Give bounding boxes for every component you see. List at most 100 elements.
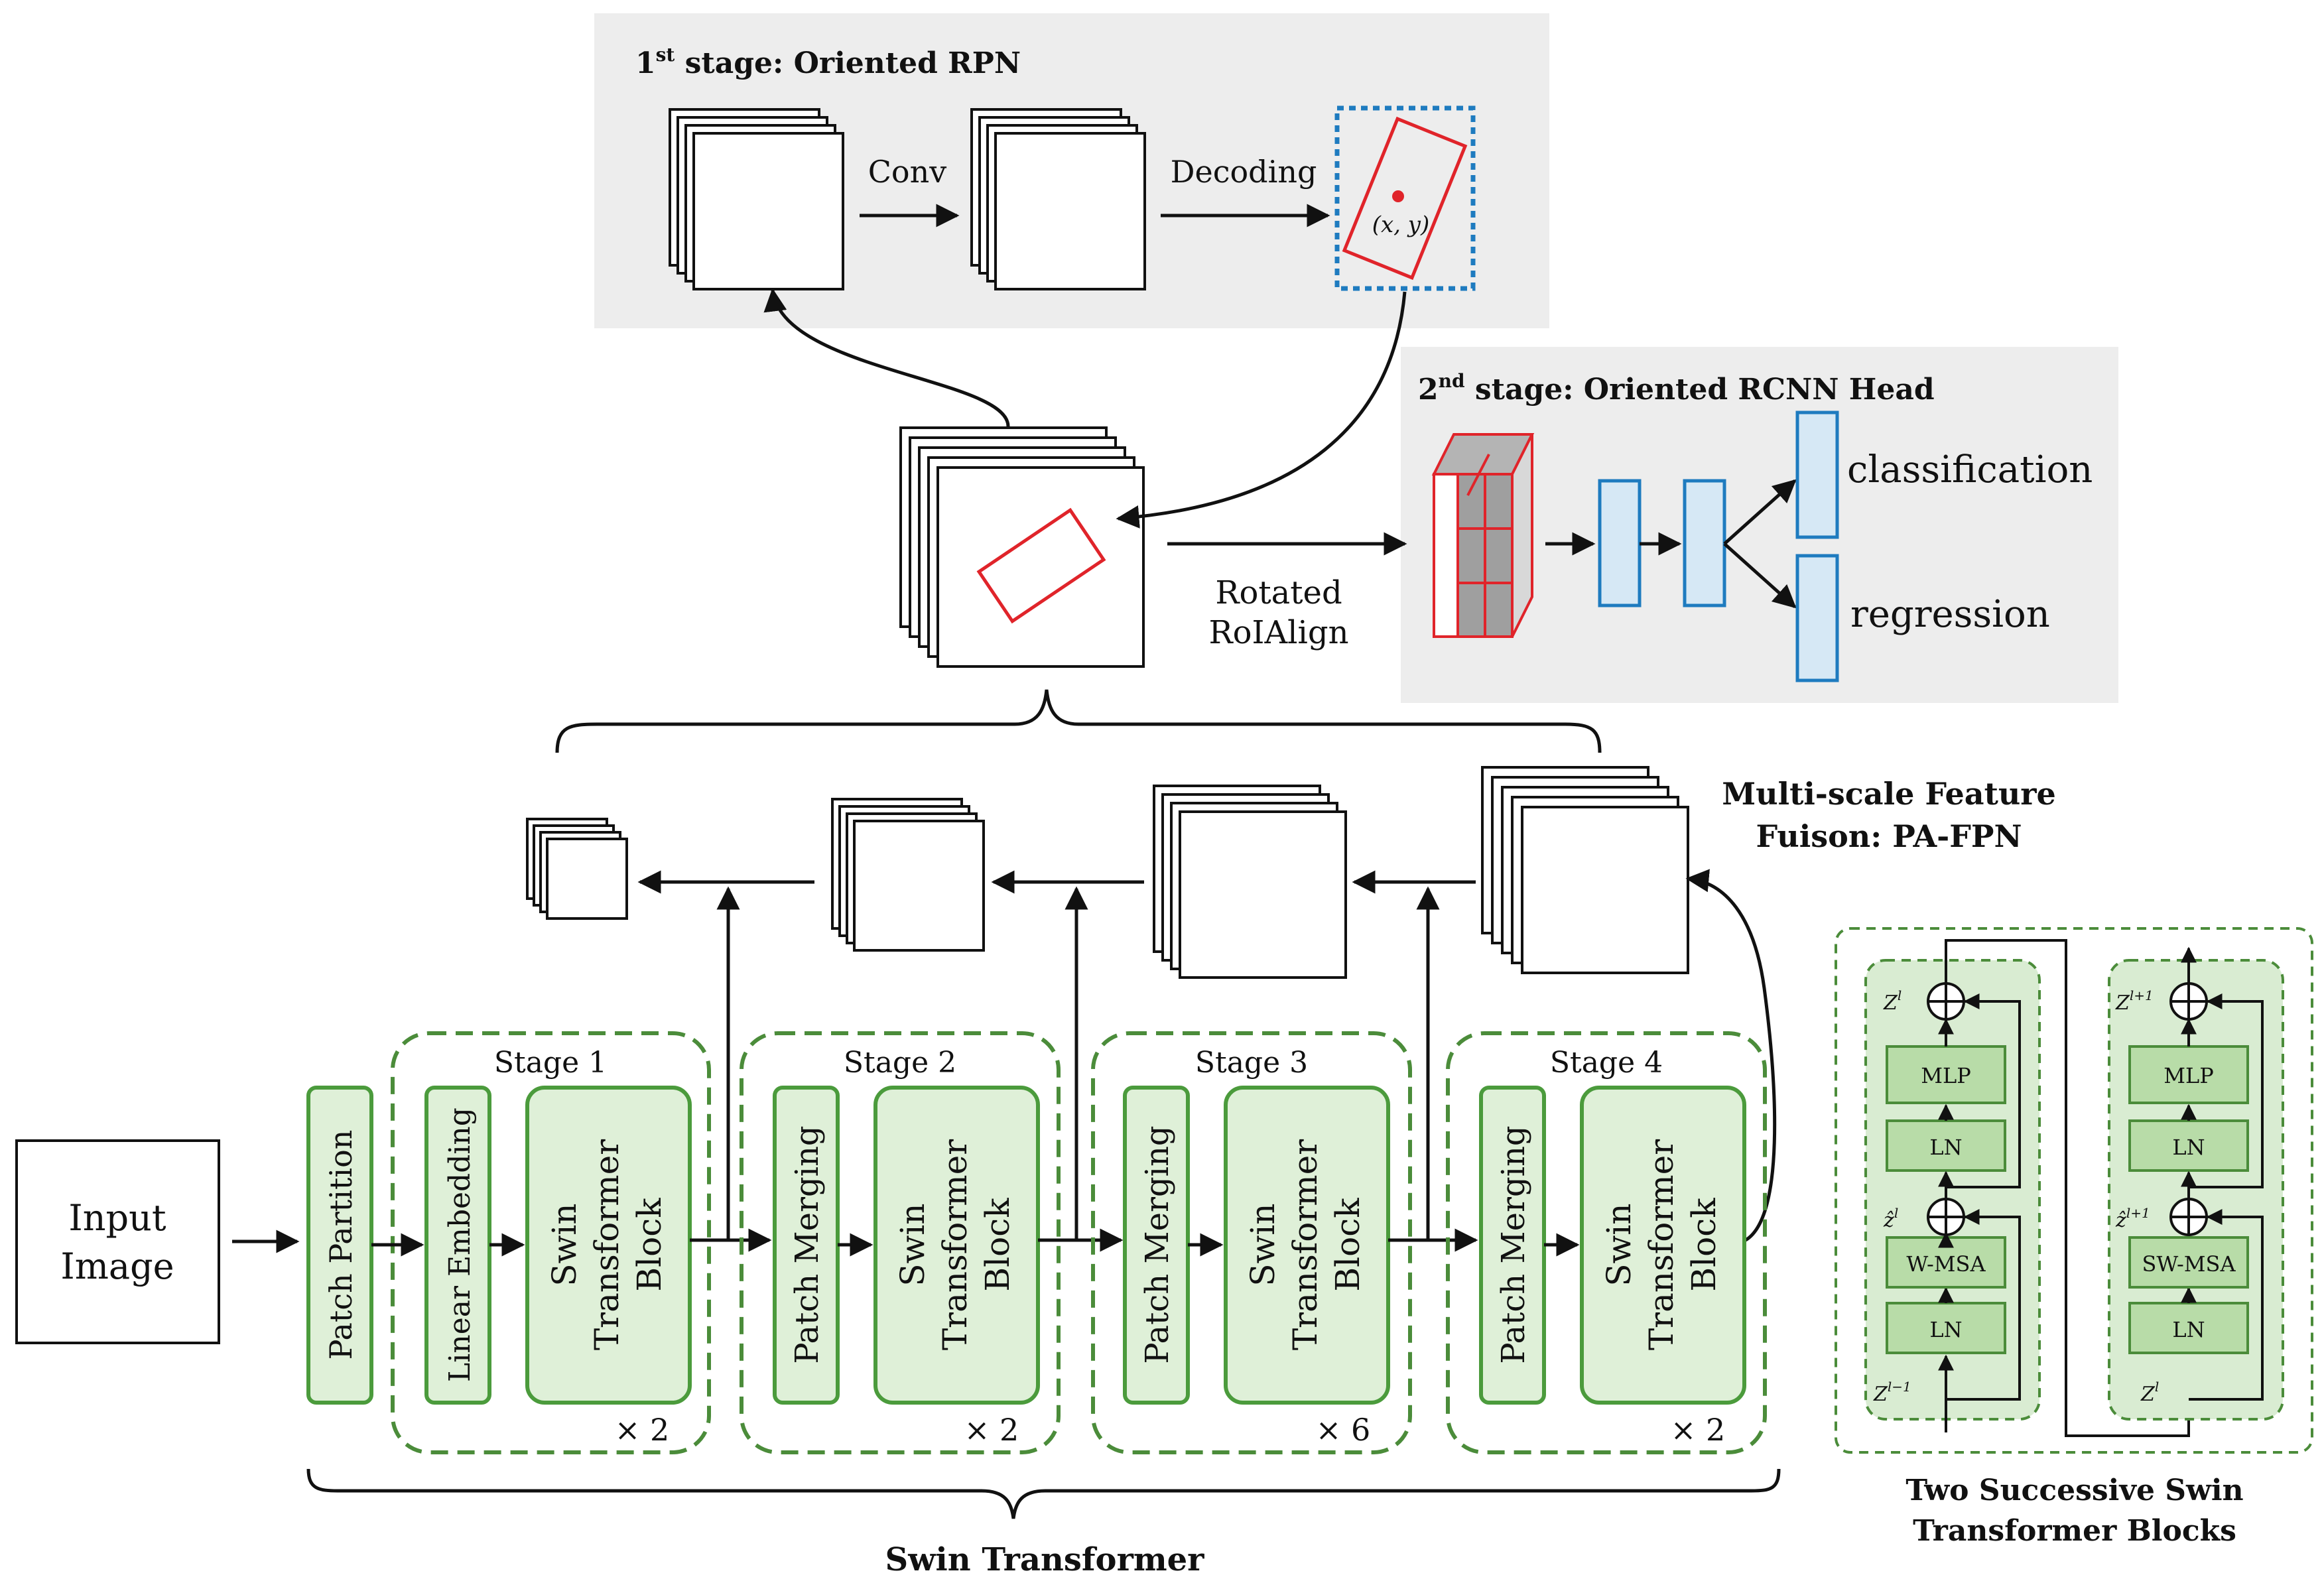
stage-2-label: Stage 2 <box>844 1046 956 1080</box>
stage-4-label: Stage 4 <box>1550 1046 1663 1080</box>
fpn-label-2: Fuison: PA-FPN <box>1756 818 2022 854</box>
rpn-feature-stack-2 <box>970 108 1146 290</box>
swin-block-3-line-3: Block <box>1328 1198 1367 1292</box>
input-label-1: Input <box>68 1197 166 1239</box>
swin-caption: Swin Transformer <box>885 1541 1205 1578</box>
left-z-mid: ẑl <box>1883 1205 1898 1232</box>
oriented-proposal <box>1342 116 1468 281</box>
swin-stage-3: Stage 3 Patch Merging Swin Transformer B… <box>1091 1031 1412 1454</box>
detail-outer-frame <box>1835 927 2313 1454</box>
stage-3-frame <box>1091 1031 1412 1454</box>
rcnn-title: 2nd stage: Oriented RCNN Head <box>1418 370 1935 407</box>
right-ln-bottom-label: LN <box>2172 1317 2205 1342</box>
decoding-label: Decoding <box>1171 154 1317 190</box>
right-z-mid: ẑl+1 <box>2115 1205 2150 1232</box>
rcnn-panel: 2nd stage: Oriented RCNN Head classifica… <box>1401 347 2118 703</box>
left-z-in: Zl−1 <box>1873 1379 1911 1406</box>
fpn-level-2 <box>831 798 985 952</box>
left-z-out: Zl <box>1883 987 1902 1015</box>
swin-stage-1: Stage 1 Linear Embedding Swin Transforme… <box>371 1031 711 1454</box>
swin-block-4-line-2: Transformer <box>1642 1139 1681 1350</box>
roialign-label-1: Rotated <box>1215 574 1342 611</box>
center-point <box>1392 190 1404 202</box>
left-ln-top <box>1886 1119 2006 1172</box>
input-image-box <box>15 1139 220 1344</box>
swin-block-4-line-1: Swin <box>1600 1203 1638 1286</box>
swin-block-2-line-1: Swin <box>893 1203 932 1286</box>
swin-stage-2: Stage 2 Patch Merging Swin Transformer B… <box>740 1031 1061 1454</box>
right-residual-1 <box>2189 1209 2264 1401</box>
left-ln-bottom <box>1886 1302 2006 1354</box>
cls-arrow <box>1723 479 1797 545</box>
swin-block-4-line-3: Block <box>1685 1198 1723 1292</box>
left-mlp-label: MLP <box>1921 1063 1971 1088</box>
swin-block-stage-1 <box>525 1086 692 1405</box>
swin-block-1-line-1: Swin <box>545 1203 584 1286</box>
swin-block-stage-4 <box>1580 1086 1746 1405</box>
right-mlp <box>2128 1045 2249 1104</box>
stage-3-repeat: × 6 <box>1316 1412 1370 1448</box>
swin-block-2-line-3: Block <box>978 1198 1017 1292</box>
classification-label: classification <box>1847 448 2093 491</box>
patch-partition-label: Patch Partition <box>323 1130 359 1360</box>
swin-brace <box>306 1468 1781 1519</box>
swin-block-1-line-3: Block <box>630 1198 669 1292</box>
right-z-out: Zl+1 <box>2115 987 2154 1015</box>
stage-1-label: Stage 1 <box>494 1046 607 1080</box>
stage-3-label: Stage 3 <box>1195 1046 1308 1080</box>
left-ln-top-label: LN <box>1929 1135 1962 1160</box>
input-label-2: Image <box>60 1245 174 1287</box>
stage-4-frame <box>1446 1031 1767 1454</box>
fpn-level-3 <box>1153 785 1347 979</box>
stage-1-repeat: × 2 <box>615 1412 669 1448</box>
right-residual-2 <box>2189 993 2264 1188</box>
stage-4-repeat: × 2 <box>1671 1412 1725 1448</box>
stage-1-frame <box>391 1031 711 1454</box>
fpn-level-4 <box>1481 766 1689 974</box>
proposal-to-roi-arrow <box>1116 291 1407 529</box>
stage-2-frame <box>740 1031 1061 1454</box>
reg-arrow <box>1723 542 1797 609</box>
swin-block-stage-3 <box>1224 1086 1390 1405</box>
left-w-msa-label: W-MSA <box>1906 1251 1986 1277</box>
roialign-label-2: RoIAlign <box>1208 614 1348 651</box>
rpn-panel: 1st stage: Oriented RPN Conv Decoding (x… <box>594 13 1549 328</box>
swin-block-3-line-1: Swin <box>1244 1203 1282 1286</box>
rpn-title: 1st stage: Oriented RPN <box>635 44 1021 80</box>
right-z-in: Zl <box>2140 1379 2159 1406</box>
swin-block-stage-2 <box>873 1086 1040 1405</box>
right-sw-msa <box>2128 1236 2249 1289</box>
patch-merging-label-2: Patch Merging <box>789 1125 826 1363</box>
swin-blocks-detail: LN W-MSA LN MLP Zl ẑl Zl−1 LN SW-MSA <box>1835 927 2313 1454</box>
swin-block-1-line-2: Transformer <box>588 1139 626 1350</box>
conv-label: Conv <box>868 154 947 190</box>
proposal-bounding-box <box>1334 105 1476 291</box>
fc-layer-1 <box>1598 479 1642 607</box>
rpn-feature-stack-1 <box>669 108 844 290</box>
right-ln-top <box>2128 1119 2249 1172</box>
linear-embedding-label: Linear Embedding <box>443 1108 477 1382</box>
detail-caption-1: Two Successive Swin <box>1905 1474 2243 1507</box>
regression-label: regression <box>1850 593 2050 636</box>
left-ln-bottom-label: LN <box>1929 1317 1962 1342</box>
fpn-brace <box>555 689 1602 753</box>
fc-layer-2 <box>1683 479 1726 607</box>
center-point-label: (x, y) <box>1372 212 1430 238</box>
reg-head <box>1795 554 1839 682</box>
stage-2-repeat: × 2 <box>964 1412 1019 1448</box>
fpn-level-1 <box>526 818 628 920</box>
detail-caption-2: Transformer Blocks <box>1913 1514 2236 1548</box>
patch-merging-label-4: Patch Merging <box>1495 1125 1532 1363</box>
stage4-output-arrow <box>1685 869 1777 1242</box>
left-residual-1 <box>1946 1209 2021 1401</box>
swin-stage-4: Stage 4 Patch Merging Swin Transformer B… <box>1446 1031 1767 1454</box>
left-mlp <box>1886 1045 2006 1104</box>
right-ln-bottom <box>2128 1302 2249 1354</box>
rotated-roi <box>976 507 1106 624</box>
fpn-label-1: Multi-scale Feature <box>1722 776 2056 812</box>
right-mlp-label: MLP <box>2163 1063 2214 1088</box>
left-residual-2 <box>1946 993 2021 1188</box>
cls-head <box>1795 411 1839 539</box>
right-ln-top-label: LN <box>2172 1135 2205 1160</box>
